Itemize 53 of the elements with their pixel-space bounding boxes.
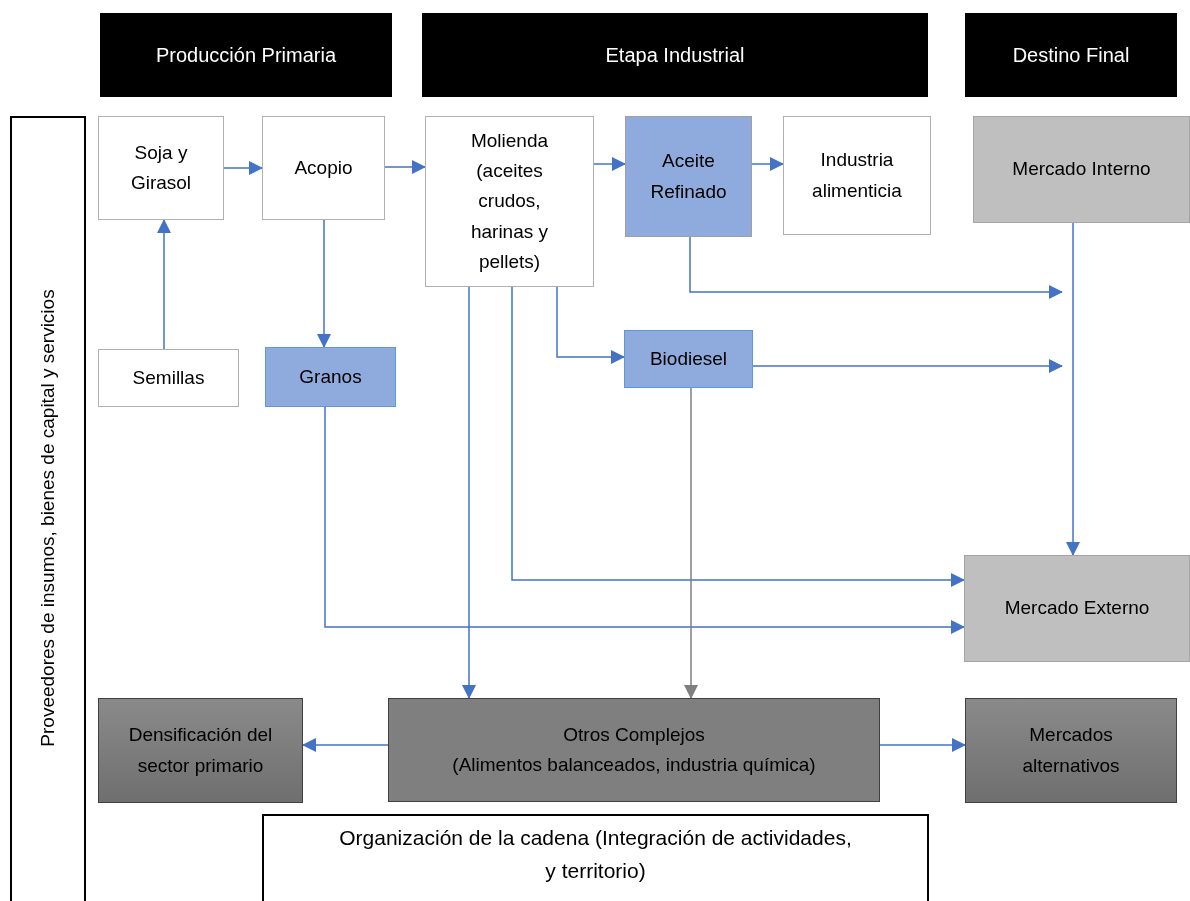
arrow xyxy=(462,286,476,699)
frame-box xyxy=(10,116,86,901)
box-label: Granos xyxy=(299,364,362,389)
process-box xyxy=(425,116,594,287)
box-label: Aceite Refinado xyxy=(649,149,728,204)
complex-box xyxy=(388,698,880,802)
market-box xyxy=(973,116,1190,223)
arrow xyxy=(593,157,626,171)
arrow xyxy=(879,738,966,752)
arrow xyxy=(317,219,331,348)
box-label: Mercado Externo xyxy=(1004,596,1150,621)
box-label: Mercado Interno xyxy=(1012,157,1151,182)
arrow xyxy=(684,387,698,699)
arrow xyxy=(752,359,1063,373)
product-box xyxy=(625,116,752,237)
arrow xyxy=(384,160,426,174)
box-label: Industria alimenticia xyxy=(811,148,903,203)
arrow xyxy=(511,286,965,587)
process-box xyxy=(98,349,239,407)
outcome-box xyxy=(98,698,303,803)
box-label: Biodiesel xyxy=(649,346,728,371)
product-box xyxy=(265,347,396,407)
box-text: Otros Complejos xyxy=(563,722,705,747)
arrow xyxy=(324,406,965,634)
process-box xyxy=(262,116,385,220)
box-label: Molienda (aceites crudos, harinas y pellets) xyxy=(469,128,550,275)
arrow xyxy=(1066,222,1080,556)
product-box xyxy=(624,330,753,388)
stage-header xyxy=(965,13,1177,97)
arrow xyxy=(689,236,1063,299)
box-label: Destino Final xyxy=(1012,43,1130,68)
supplier-label: Proveedores de insumos, bienes de capital y servicios xyxy=(35,289,59,747)
box-label: Producción Primaria xyxy=(155,43,337,68)
box-text: (Alimentos balanceados, industria química) xyxy=(452,753,816,777)
box-label: Etapa Industrial xyxy=(605,43,745,68)
stage-header xyxy=(422,13,928,97)
arrow xyxy=(556,286,625,364)
arrow xyxy=(157,219,171,350)
box-label: Organización de la cadena (Integración de actividades, y territorio) xyxy=(338,825,853,884)
frame-box xyxy=(262,814,929,901)
process-box xyxy=(783,116,931,235)
stage-header xyxy=(100,13,392,97)
process-box xyxy=(98,116,224,220)
arrow xyxy=(751,157,784,171)
box-label: Soja y Girasol xyxy=(129,140,193,195)
box-label: Densificación del sector primario xyxy=(127,723,274,778)
market-box xyxy=(964,555,1190,662)
arrow xyxy=(302,738,389,752)
box-label: Acopio xyxy=(294,155,353,180)
outcome-box xyxy=(965,698,1177,803)
box-label: Mercados alternativos xyxy=(1021,723,1121,778)
box-label: Semillas xyxy=(132,365,205,390)
arrow xyxy=(223,161,263,175)
